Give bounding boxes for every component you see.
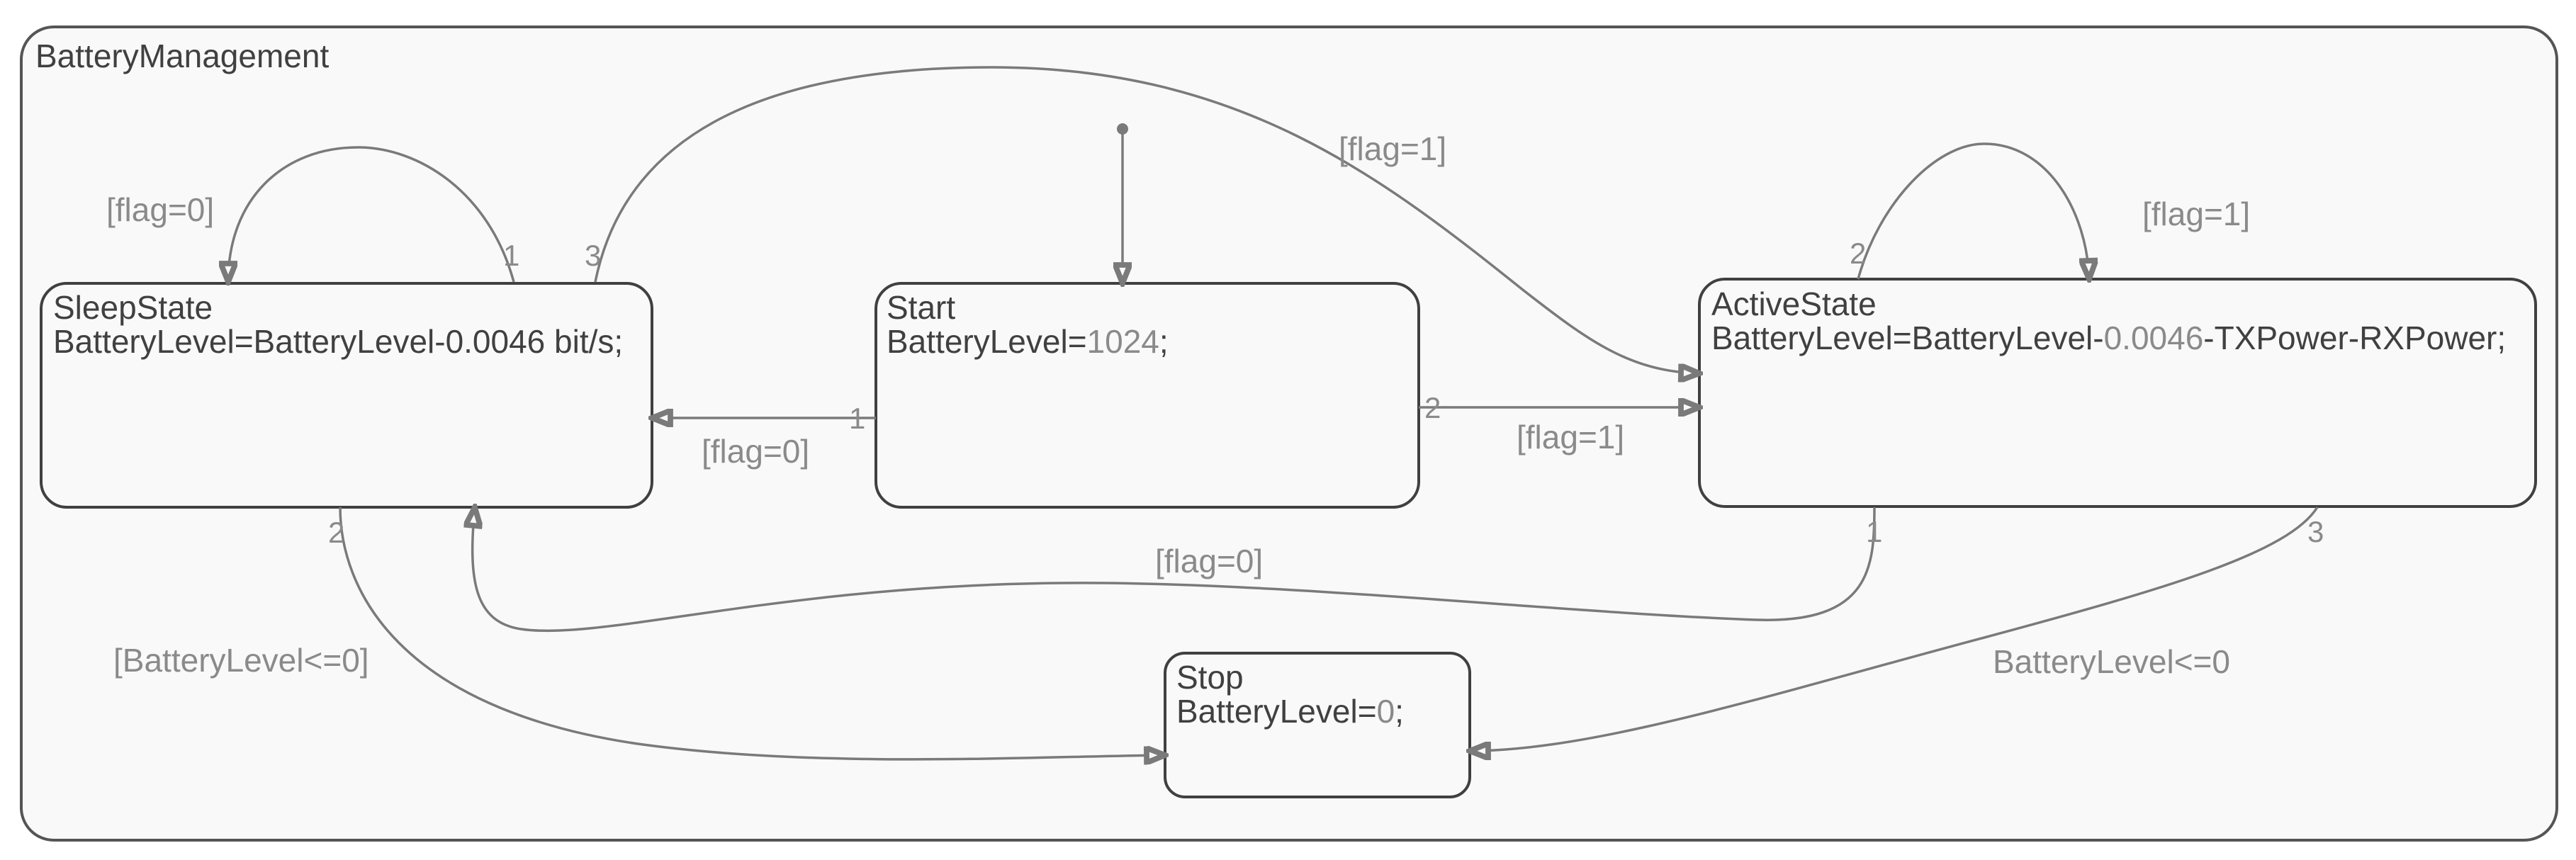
transition-sleep-to-stop[interactable]: [BatteryLevel<=0] 2 (113, 507, 1165, 759)
chart-title: BatteryManagement (35, 38, 329, 74)
state-active-name: ActiveState (1711, 285, 1877, 322)
transition-sleep-self-path[interactable] (228, 146, 515, 282)
state-stop-name: Stop (1176, 659, 1244, 696)
transition-sleep-to-stop-path[interactable] (339, 507, 1165, 759)
transition-start-to-sleep[interactable]: [flag=0] 1 (652, 402, 876, 470)
transition-active-to-stop[interactable]: BatteryLevel<=0 3 (1470, 507, 2324, 751)
transition-sleep-self[interactable]: [flag=0] 1 (106, 146, 519, 282)
transition-sleep-to-active-path[interactable] (594, 66, 1699, 373)
state-stop-action: BatteryLevel=0; (1176, 693, 1404, 730)
transition-active-to-sleep[interactable]: [flag=0] 1 (473, 507, 1883, 633)
transition-active-self[interactable]: [flag=1] 2 (1850, 142, 2250, 279)
transition-sleep-to-active-order: 3 (585, 239, 601, 272)
state-sleep[interactable]: SleepState BatteryLevel=BatteryLevel-0.0… (40, 282, 653, 509)
state-active[interactable]: ActiveState BatteryLevel=BatteryLevel-0.… (1698, 278, 2537, 508)
transition-start-to-active-order: 2 (1424, 391, 1441, 424)
transition-sleep-to-stop-order: 2 (328, 516, 344, 549)
default-transition[interactable] (1117, 123, 1128, 283)
transition-active-to-sleep-guard: [flag=0] (1155, 543, 1263, 579)
state-stop[interactable]: Stop BatteryLevel=0; (1164, 652, 1471, 798)
transition-start-to-sleep-order: 1 (849, 402, 865, 435)
state-start-box[interactable] (874, 282, 1420, 509)
transition-active-to-sleep-order: 1 (1866, 515, 1882, 548)
transition-active-self-guard: [flag=1] (2142, 196, 2250, 232)
transition-active-to-stop-order: 3 (2307, 515, 2324, 548)
state-active-action: BatteryLevel=BatteryLevel-0.0046-TXPower… (1711, 319, 2506, 356)
state-sleep-box[interactable] (40, 282, 653, 509)
transition-active-to-stop-path[interactable] (1470, 507, 2319, 751)
state-sleep-action: BatteryLevel=BatteryLevel-0.0046 bit/s; (53, 323, 623, 360)
state-stop-box[interactable] (1164, 652, 1471, 798)
state-start[interactable]: Start BatteryLevel=1024; (874, 282, 1420, 509)
transition-active-self-order: 2 (1850, 237, 1866, 270)
state-active-box[interactable] (1698, 278, 2537, 508)
transition-sleep-to-stop-guard: [BatteryLevel<=0] (113, 642, 369, 679)
transition-sleep-self-order: 1 (503, 239, 519, 272)
transition-start-to-active-guard: [flag=1] (1517, 419, 1624, 456)
transition-sleep-self-guard: [flag=0] (106, 191, 214, 228)
transition-active-self-path[interactable] (1857, 142, 2089, 279)
transition-active-to-stop-guard: BatteryLevel<=0 (1993, 643, 2230, 680)
transition-active-to-sleep-path[interactable] (473, 507, 1876, 633)
transition-sleep-to-active[interactable]: [flag=1] 3 (585, 66, 1699, 373)
state-start-name: Start (887, 289, 955, 326)
state-start-action: BatteryLevel=1024; (887, 323, 1169, 360)
state-sleep-name: SleepState (53, 289, 213, 326)
transition-sleep-to-active-guard: [flag=1] (1339, 130, 1446, 167)
transition-start-to-active[interactable]: [flag=1] 2 (1419, 391, 1699, 456)
transition-start-to-sleep-guard: [flag=0] (702, 433, 809, 470)
